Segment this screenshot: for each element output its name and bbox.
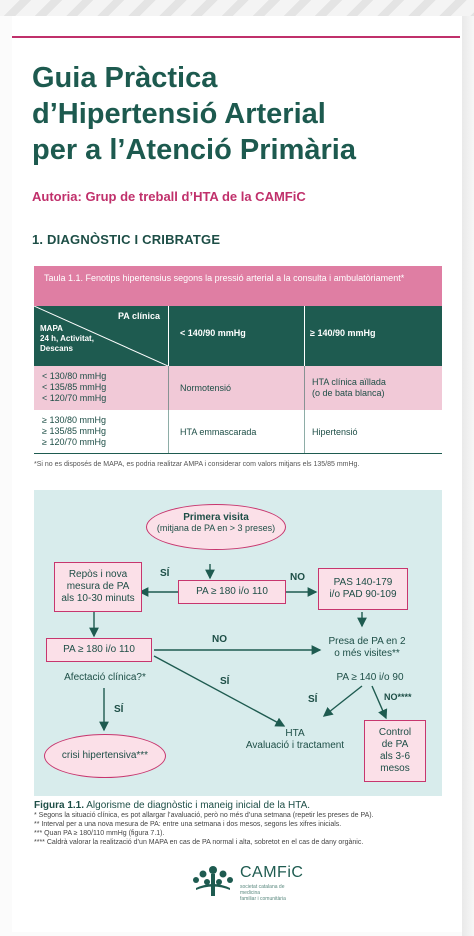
cell-separator [304,410,305,453]
repos-line: Repòs i nova [68,569,128,580]
label-si: SÍ [114,704,124,715]
cell-separator [304,366,305,410]
corner-diagonal [34,306,168,366]
control-line: mesos [380,763,410,774]
figure-note: *** Quan PA ≥ 180/110 mmHg (figura 7.1). [34,830,165,837]
title-line-2: d’Hipertensió Arterial [32,98,326,130]
cell-separator [168,410,169,453]
algorithm-flowchart: Primera visita (mitjana de PA en > 3 pre… [34,490,442,796]
logo-sub-line: familiar i comunitària [240,896,286,902]
corner-mapa: MAPA 24 h, Activitat, Descans [40,324,94,354]
start-title: Primera visita [183,512,249,523]
row-label: ≥ 130/80 mmHg ≥ 135/85 mmHg ≥ 120/70 mmH… [42,415,106,448]
presa-line: Presa de PA en 2 [328,636,406,647]
presa-text: Presa de PA en 2 o més visites** [312,636,422,660]
corner-mapa-line-1: MAPA [40,324,63,333]
repos-box: Repòs i nova mesura de PA als 10-30 minu… [54,562,142,612]
pas-line: PAS 140-179 [333,577,393,588]
cell-hta-clinica: HTA clínica aïllada (o de bata blanca) [312,377,386,399]
page-edge [462,16,474,936]
repos-line: als 10-30 minuts [61,593,135,604]
logo-name: CAMFiC [240,864,304,881]
cell-separator [168,366,169,410]
corner-mapa-line-2: 24 h, Activitat, [40,334,94,343]
title-line-3: per a l’Atenció Primària [32,134,356,166]
table-header: PA clínica MAPA 24 h, Activitat, Descans… [34,306,442,366]
hta-line: Avaluació i tractament [245,740,345,751]
figure-title: Figura 1.1. Algorisme de diagnòstic i ma… [34,800,446,811]
pa140-text: PA ≥ 140 i/o 90 [336,672,404,683]
row-label-line: < 130/80 mmHg [42,371,107,381]
control-line: als 3-6 [379,751,410,762]
crisi-ellipse: crisi hipertensiva*** [44,734,166,778]
hta-text: HTA Avaluació i tractament [230,728,360,752]
figure-note: * Segons la situació clínica, es pot all… [34,812,374,819]
control-line: Control [378,727,412,738]
presa-line: o més visites** [334,648,400,659]
label-si: SÍ [220,676,230,687]
cell-hta-emmascarada: HTA emmascarada [180,427,257,437]
logo-sub-line: societat catalana de medicina [240,884,285,896]
row-label: < 130/80 mmHg < 135/85 mmHg < 120/70 mmH… [42,371,106,404]
figure-caption: Figura 1.1. Algorisme de diagnòstic i ma… [34,800,446,847]
header-separator [304,306,305,366]
crisi-text: crisi hipertensiva*** [61,750,149,761]
table-caption: Taula 1.1. Fenotips hipertensius segons … [34,266,442,306]
top-stripes [0,0,474,16]
table-footnote: *Si no es disposés de MAPA, es podria re… [34,461,360,468]
control-line: de PA [381,739,409,750]
start-ellipse: Primera visita (mitjana de PA en > 3 pre… [146,504,286,550]
row-label-line: ≥ 130/80 mmHg [42,415,106,425]
label-no: NO [290,572,305,583]
col-header-lt140: < 140/90 mmHg [180,328,246,338]
logo-subtext: societat catalana de medicina familiar i… [240,884,300,902]
figure-note: **** Caldrà valorar la realització d’un … [34,839,364,846]
control-text: Control de PA als 3-6 mesos [379,727,411,775]
pas-text: PAS 140-179 i/o PAD 90-109 [329,577,396,601]
repos-text: Repòs i nova mesura de PA als 10-30 minu… [61,569,134,605]
control-box: Control de PA als 3-6 mesos [364,720,426,782]
afectacio-text: Afectació clínica?* [64,672,146,683]
top-rule [12,36,460,38]
cell-normotensio: Normotensió [180,383,232,393]
cell-line: HTA clínica aïllada [312,377,386,387]
hta-line: HTA [285,728,305,739]
start-sub: (mitjana de PA en > 3 preses) [156,523,276,533]
section-heading: 1. DIAGNÒSTIC I CRIBRATGE [32,232,221,247]
pas-box: PAS 140-179 i/o PAD 90-109 [318,568,408,610]
tree-logo-icon [193,866,233,896]
col-header-ge140: ≥ 140/90 mmHg [310,328,376,338]
figure-number: Figura 1.1. [34,800,85,811]
table-corner-cell: PA clínica MAPA 24 h, Activitat, Descans [34,306,169,366]
row-label-line: < 120/70 mmHg [42,393,107,403]
row-label-line: < 135/85 mmHg [42,382,107,392]
label-si: SÍ [308,694,318,705]
row-label-line: ≥ 135/85 mmHg [42,426,106,436]
doc-subtitle: Autoria: Grup de treball d’HTA de la CAM… [32,189,306,204]
pas-line: i/o PAD 90-109 [329,589,397,600]
flow-connectors [89,564,388,732]
pa180-box: PA ≥ 180 i/o 110 [178,580,286,604]
label-si: SÍ [160,568,170,579]
cell-line: (o de bata blanca) [312,388,385,398]
label-no: NO**** [384,692,412,702]
table-row: ≥ 130/80 mmHg ≥ 135/85 mmHg ≥ 120/70 mmH… [34,410,442,454]
table-row: < 130/80 mmHg < 135/85 mmHg < 120/70 mmH… [34,366,442,410]
label-no: NO [212,634,227,645]
camfic-logo: CAMFiC societat catalana de medicina fam… [190,862,350,902]
pa180b-box: PA ≥ 180 i/o 110 [46,638,152,662]
doc-title: Guia Pràctica d’Hipertensió Arterial per… [32,60,452,168]
title-line-1: Guia Pràctica [32,62,218,94]
corner-pa-clinica: PA clínica [117,311,160,321]
cell-hipertensio: Hipertensió [312,427,358,437]
figure-note: ** Interval per a una nova mesura de PA:… [34,821,342,828]
row-label-line: ≥ 120/70 mmHg [42,437,106,447]
repos-line: mesura de PA [66,581,130,592]
figure-title-text: Algorisme de diagnòstic i maneig inicial… [84,800,311,811]
corner-mapa-line-3: Descans [40,344,73,353]
